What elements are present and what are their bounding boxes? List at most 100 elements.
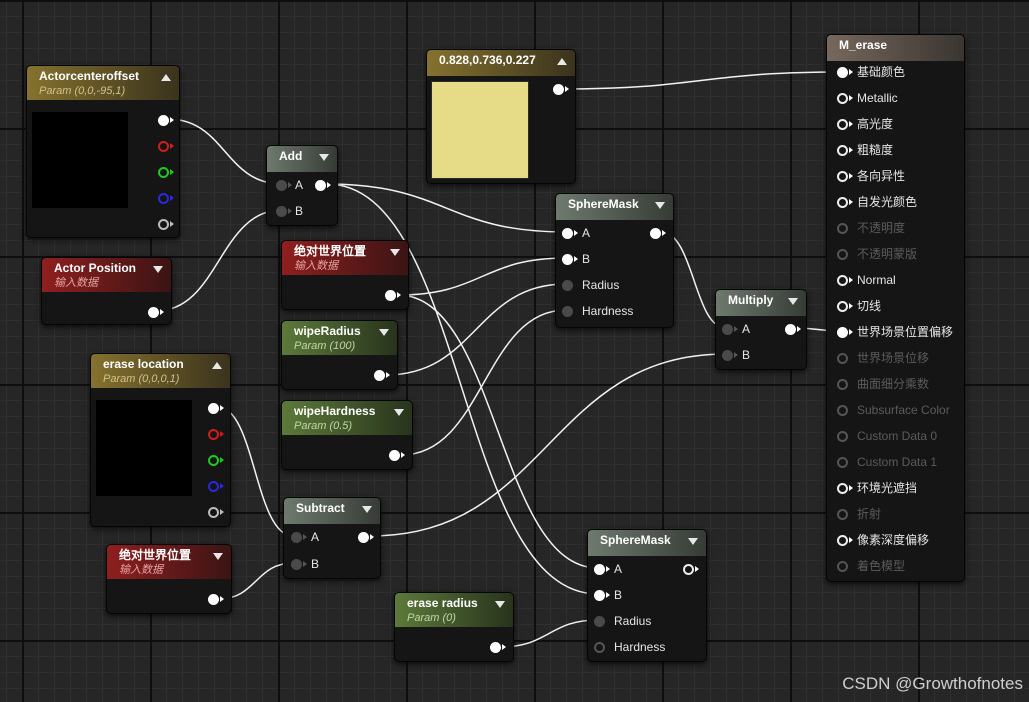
collapse-chevron-icon[interactable] [394, 409, 404, 416]
input-pin-b[interactable] [291, 559, 302, 570]
output-pin-a[interactable] [208, 507, 219, 518]
input-pin-hardness[interactable] [562, 306, 573, 317]
material-input-pin[interactable] [837, 145, 848, 156]
output-pin-r[interactable] [208, 429, 219, 440]
output-pin-b[interactable] [158, 193, 169, 204]
material-input-pin[interactable] [837, 431, 848, 442]
wipe-hardness-node[interactable]: wipeHardness Param (0.5) [281, 400, 413, 470]
collapse-chevron-icon[interactable] [390, 249, 400, 256]
material-input-pin[interactable] [837, 353, 848, 364]
output-pin-rgba[interactable] [208, 403, 219, 414]
material-input-pin[interactable] [837, 275, 848, 286]
collapse-chevron-icon[interactable] [153, 266, 163, 273]
actor-position-node[interactable]: Actor Position 输入数据 [41, 257, 172, 325]
input-pin-hardness[interactable] [594, 642, 605, 653]
material-input-pin[interactable] [837, 301, 848, 312]
node-header[interactable]: 0.828,0.736,0.227 [427, 50, 575, 76]
node-header[interactable]: 绝对世界位置 输入数据 [282, 241, 408, 275]
collapse-chevron-icon[interactable] [213, 553, 223, 560]
material-input-pin[interactable] [837, 379, 848, 390]
output-pin-r[interactable] [158, 141, 169, 152]
output-pin[interactable] [315, 180, 326, 191]
material-input-pin[interactable] [837, 483, 848, 494]
collapse-chevron-icon[interactable] [788, 298, 798, 305]
multiply-node[interactable]: Multiply A B [715, 289, 807, 370]
spheremask-node[interactable]: SphereMask A B Radius Hardness [555, 193, 674, 328]
input-pin-radius[interactable] [562, 280, 573, 291]
output-pin[interactable] [148, 307, 159, 318]
absolute-world-position-node[interactable]: 绝对世界位置 输入数据 [281, 240, 409, 310]
node-header[interactable]: Actorcenteroffset Param (0,0,-95,1) [27, 66, 179, 100]
output-pin-g[interactable] [158, 167, 169, 178]
output-pin[interactable] [490, 642, 501, 653]
node-header[interactable]: Subtract [284, 498, 380, 524]
collapse-chevron-icon[interactable] [212, 362, 222, 369]
input-pin-a[interactable] [594, 564, 605, 575]
input-pin-a[interactable] [722, 324, 733, 335]
material-input-pin[interactable] [837, 561, 848, 572]
collapse-chevron-icon[interactable] [379, 329, 389, 336]
material-input-pin[interactable] [837, 223, 848, 234]
actorcenteroffset-node[interactable]: Actorcenteroffset Param (0,0,-95,1) [26, 65, 180, 238]
output-pin[interactable] [385, 290, 396, 301]
input-pin-b[interactable] [722, 350, 733, 361]
output-pin[interactable] [785, 324, 796, 335]
output-pin[interactable] [389, 450, 400, 461]
node-header[interactable]: 绝对世界位置 输入数据 [107, 545, 231, 579]
node-header[interactable]: SphereMask [556, 194, 673, 220]
node-header[interactable]: M_erase [827, 35, 964, 61]
constant-color-node[interactable]: 0.828,0.736,0.227 [426, 49, 576, 184]
input-pin-b[interactable] [594, 590, 605, 601]
collapse-chevron-icon[interactable] [688, 538, 698, 545]
material-input-pin[interactable] [837, 67, 848, 78]
collapse-chevron-icon[interactable] [495, 601, 505, 608]
output-pin[interactable] [208, 594, 219, 605]
erase-location-node[interactable]: erase location Param (0,0,0,1) [90, 353, 231, 527]
collapse-chevron-icon[interactable] [557, 58, 567, 65]
material-input-pin[interactable] [837, 93, 848, 104]
node-header[interactable]: wipeRadius Param (100) [282, 321, 397, 355]
input-pin-a[interactable] [291, 532, 302, 543]
spheremask-node[interactable]: SphereMask A B Radius Hardness [587, 529, 707, 662]
output-pin[interactable] [553, 84, 564, 95]
absolute-world-position-node[interactable]: 绝对世界位置 输入数据 [106, 544, 232, 614]
material-input-pin[interactable] [837, 249, 848, 260]
material-input-pin[interactable] [837, 535, 848, 546]
output-pin-g[interactable] [208, 455, 219, 466]
node-header[interactable]: Multiply [716, 290, 806, 316]
output-pin-a[interactable] [158, 219, 169, 230]
node-header[interactable]: Add [267, 146, 337, 172]
collapse-chevron-icon[interactable] [319, 154, 329, 161]
output-pin[interactable] [650, 228, 661, 239]
input-pin-b[interactable] [276, 206, 287, 217]
material-input-pin[interactable] [837, 457, 848, 468]
input-pin-a[interactable] [276, 180, 287, 191]
material-input-pin[interactable] [837, 327, 848, 338]
node-header[interactable]: SphereMask [588, 530, 706, 556]
output-pin[interactable] [358, 532, 369, 543]
output-pin-rgba[interactable] [158, 115, 169, 126]
collapse-chevron-icon[interactable] [161, 74, 171, 81]
subtract-node[interactable]: Subtract A B [283, 497, 381, 579]
output-pin[interactable] [683, 564, 694, 575]
node-header[interactable]: erase radius Param (0) [395, 593, 513, 627]
output-pin-b[interactable] [208, 481, 219, 492]
node-header[interactable]: Actor Position 输入数据 [42, 258, 171, 292]
output-pin[interactable] [374, 370, 385, 381]
material-input-pin[interactable] [837, 509, 848, 520]
material-input-pin[interactable] [837, 197, 848, 208]
node-header[interactable]: wipeHardness Param (0.5) [282, 401, 412, 435]
material-input-pin[interactable] [837, 119, 848, 130]
material-input-pin[interactable] [837, 405, 848, 416]
material-input-pin[interactable] [837, 171, 848, 182]
input-pin-radius[interactable] [594, 616, 605, 627]
input-pin-b[interactable] [562, 254, 573, 265]
erase-radius-node[interactable]: erase radius Param (0) [394, 592, 514, 662]
collapse-chevron-icon[interactable] [655, 202, 665, 209]
collapse-chevron-icon[interactable] [362, 506, 372, 513]
add-node[interactable]: Add A B [266, 145, 338, 226]
input-pin-a[interactable] [562, 228, 573, 239]
wipe-radius-node[interactable]: wipeRadius Param (100) [281, 320, 398, 390]
node-header[interactable]: erase location Param (0,0,0,1) [91, 354, 230, 388]
